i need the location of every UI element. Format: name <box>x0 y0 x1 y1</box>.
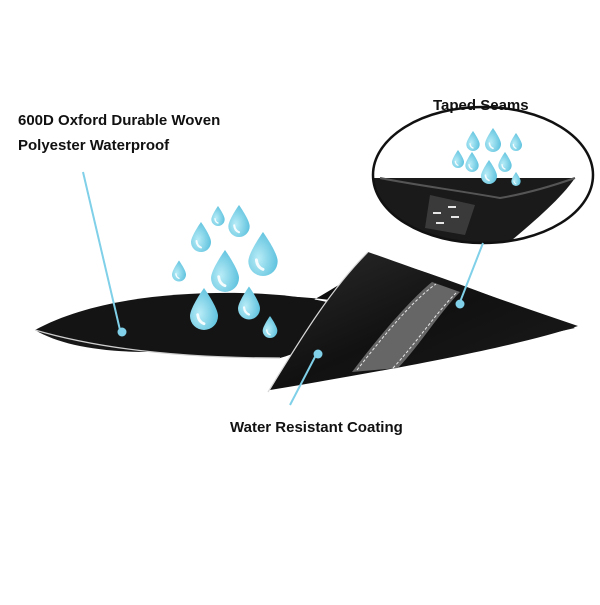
water-drop-icon <box>238 286 260 320</box>
seam-stitch-2 <box>392 292 457 369</box>
water-drop-icon <box>191 222 211 252</box>
fabric-label-line2: Polyester Waterproof <box>18 137 170 154</box>
callout-lines <box>82 171 484 406</box>
fabric-label-line1: 600D Oxford Durable Woven <box>18 112 221 129</box>
water-drop-icon <box>172 260 186 282</box>
callout-dot-seams <box>455 299 465 309</box>
coating-edge <box>34 329 281 359</box>
water-drop-icon <box>211 206 225 226</box>
seam-stitch-1 <box>356 283 437 371</box>
flap-edge <box>267 251 369 393</box>
callout-line-seams <box>459 242 484 303</box>
seam-tape <box>352 282 460 372</box>
water-drop-icon <box>248 232 278 276</box>
callout-line-coating <box>289 354 317 406</box>
fabric-top-sheet <box>35 292 345 358</box>
coating-label: Water Resistant Coating <box>230 419 403 436</box>
water-drop-icon <box>211 250 239 292</box>
magnified-seam-inset <box>371 105 595 245</box>
callout-line-fabric <box>82 171 121 331</box>
callout-dot-fabric <box>117 327 127 337</box>
taped-seams-label: Taped Seams <box>433 97 529 114</box>
callout-dot-coating <box>313 349 323 359</box>
water-drop-icon <box>228 205 250 237</box>
